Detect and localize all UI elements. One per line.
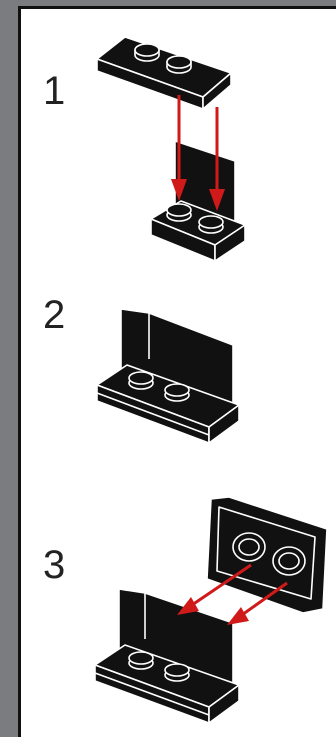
tile-onto-bracket-icon bbox=[91, 493, 331, 733]
assembled-bracket-icon bbox=[93, 299, 253, 449]
step-3-number: 3 bbox=[43, 545, 65, 585]
plate-onto-bracket-icon bbox=[91, 29, 271, 269]
step-1-number: 1 bbox=[43, 71, 65, 111]
instruction-panel: 1 bbox=[18, 6, 336, 737]
step-2-number: 2 bbox=[43, 295, 65, 335]
